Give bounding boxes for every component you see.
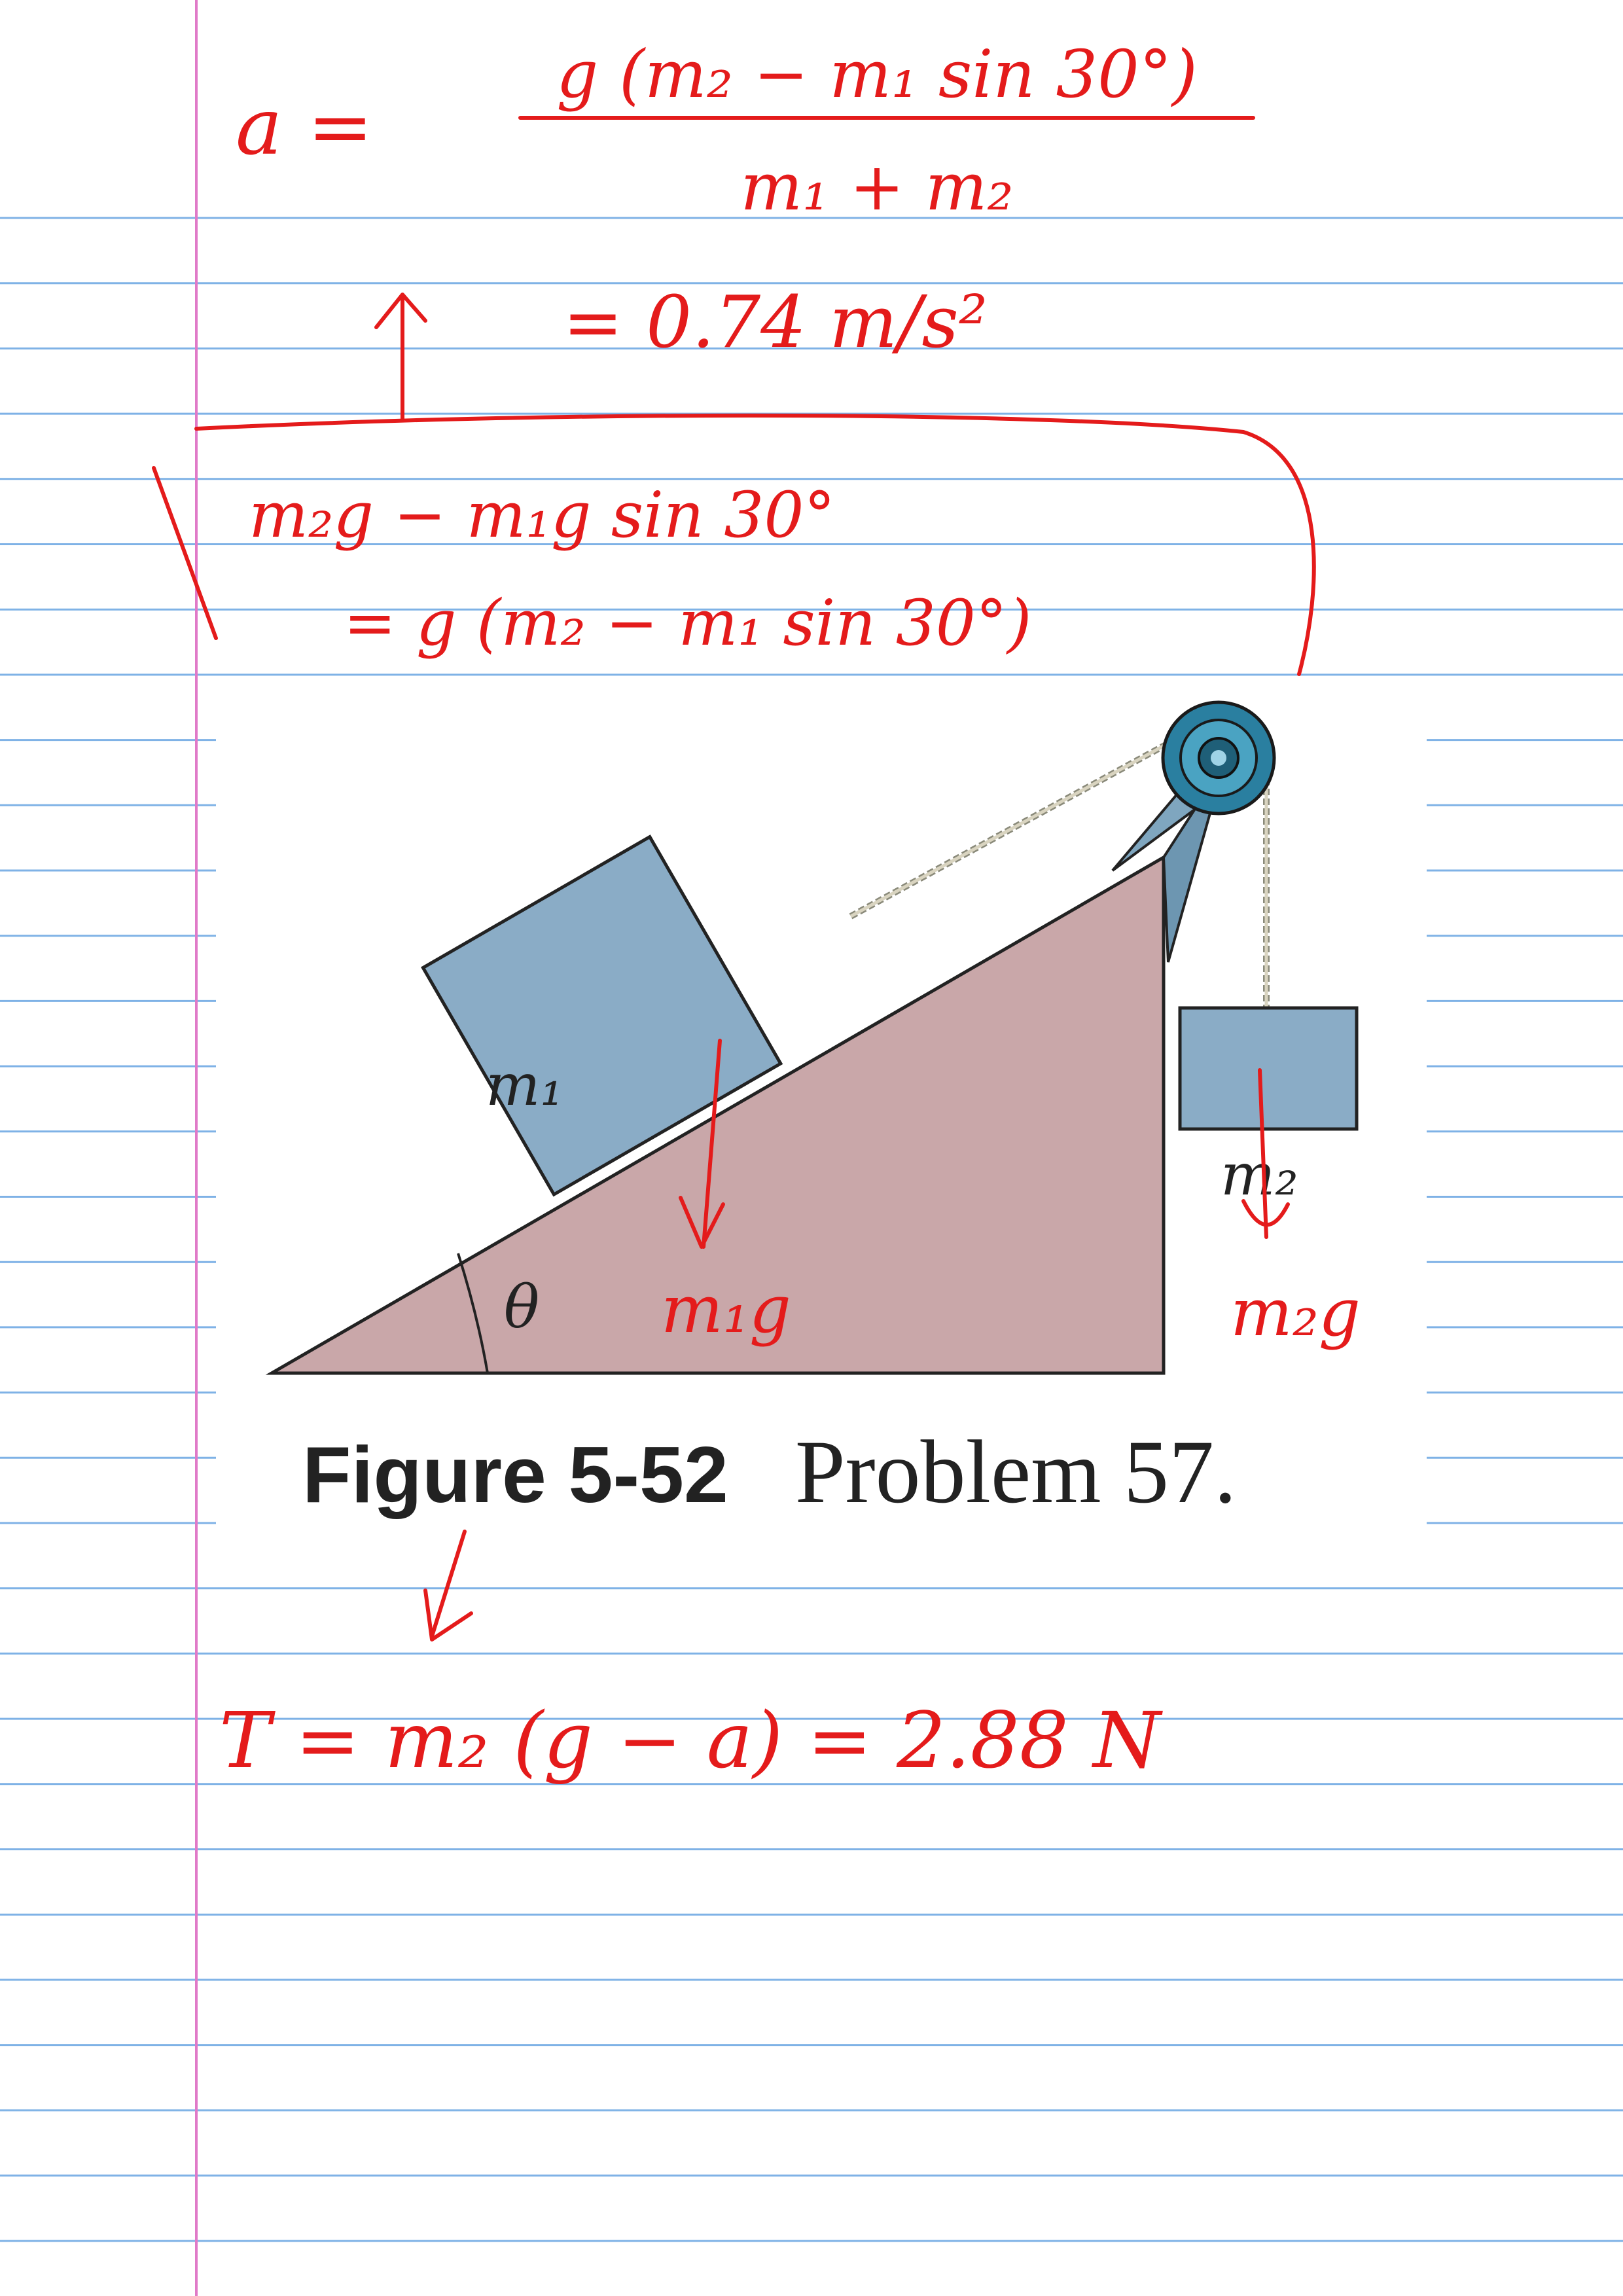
note-force-m2: m₂g [1230, 1274, 1361, 1351]
caption-number: Figure 5-52 [302, 1430, 728, 1519]
block-m1 [421, 834, 783, 1197]
incline-wedge [265, 854, 1166, 1375]
note-accel-lhs: a = [236, 82, 373, 173]
force-arrow-m2 [1241, 1068, 1290, 1239]
down-arrow [423, 1530, 473, 1641]
figure-caption: Figure 5-52 Problem 57. [302, 1422, 1237, 1522]
note-accel-denominator: m₁ + m₂ [740, 149, 1013, 225]
block-m2 [1178, 1006, 1359, 1131]
block-m1-body [421, 834, 783, 1197]
note-accel-value: = 0.74 m/s² [563, 280, 988, 364]
force-arrow-m1 [679, 1039, 725, 1249]
pulley-axle [1211, 750, 1226, 766]
derivation-bracket-top [194, 413, 1316, 676]
label-theta: θ [504, 1273, 539, 1342]
theta-arc [457, 1253, 489, 1374]
note-derivation-2: = g (m₂ − m₁ sin 30°) [344, 586, 1031, 660]
note-force-m1: m₁g [661, 1271, 791, 1348]
up-arrow [374, 293, 427, 421]
derivation-bracket-left [152, 466, 218, 640]
caption-problem: Problem 57. [795, 1422, 1237, 1522]
note-derivation-1: m₂g − m₁g sin 30° [249, 478, 835, 552]
handwritten-notes: a = g (m₂ − m₁ sin 30°) m₁ + m₂ = 0.74 m… [152, 36, 1361, 1785]
label-m1: m₁ [486, 1051, 563, 1119]
incline-figure: m₁ m₂ θ [265, 700, 1359, 1375]
note-tension: T = m₂ (g − a) = 2.88 N [219, 1695, 1163, 1785]
rope-incline-highlight [849, 734, 1183, 918]
label-m2: m₂ [1221, 1141, 1298, 1208]
note-accel-numerator: g (m₂ − m₁ sin 30°) [556, 36, 1198, 113]
